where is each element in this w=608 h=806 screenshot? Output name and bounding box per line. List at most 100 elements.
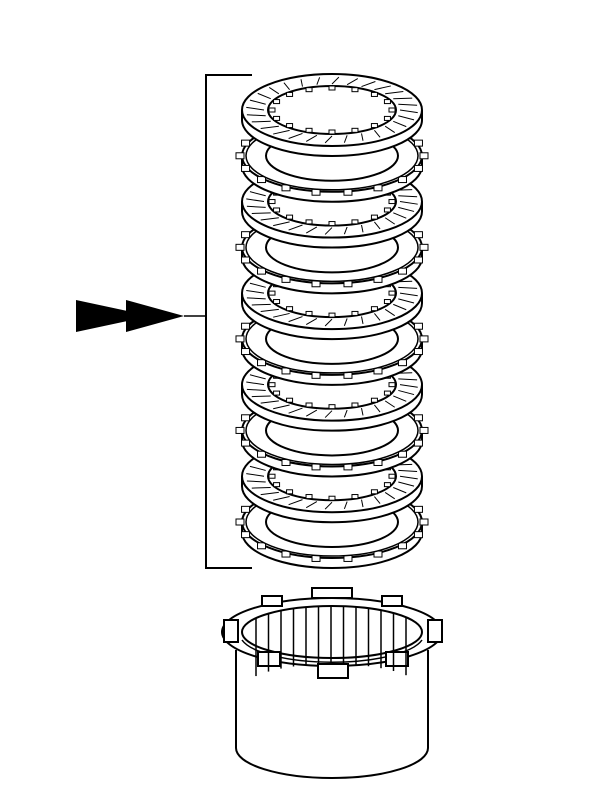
outer-lug [235, 518, 245, 526]
inner-tooth [383, 482, 391, 488]
lining-groove [251, 303, 271, 306]
lining-groove [385, 91, 404, 95]
inner-tooth [305, 219, 313, 225]
outer-lug [241, 439, 251, 447]
outer-lug [235, 335, 245, 343]
lining-groove [260, 125, 279, 129]
lining-groove [246, 106, 265, 111]
inner-tooth [388, 199, 396, 205]
lining-groove [384, 400, 396, 408]
drum-lug-front [317, 663, 349, 679]
drum-lug-back [311, 587, 353, 599]
lining-groove [246, 381, 265, 386]
inner-tooth [351, 87, 359, 93]
inner-tooth [383, 115, 391, 121]
lining-groove [273, 129, 290, 135]
outer-lug [413, 439, 423, 447]
lining-groove [246, 480, 266, 483]
lining-groove [398, 481, 415, 487]
arrow-chevron-left [76, 300, 132, 332]
lining-groove [398, 286, 418, 289]
lining-groove [398, 115, 415, 121]
outer-lug [257, 450, 267, 458]
outer-lug [397, 542, 407, 550]
double-arrow-icon [76, 300, 205, 332]
inner-tooth [388, 107, 396, 113]
lining-groove [249, 465, 266, 471]
lining-groove [361, 133, 364, 141]
inner-tooth [286, 489, 294, 495]
lining-groove [361, 407, 364, 416]
outer-lug [413, 139, 423, 147]
lining-groove [324, 227, 333, 235]
inner-tooth [370, 214, 378, 220]
lining-groove [398, 378, 418, 381]
outer-lug [235, 426, 245, 434]
inner-tooth [388, 473, 396, 479]
lining-groove [398, 195, 418, 198]
lining-groove [288, 316, 303, 323]
lining-groove [324, 410, 333, 418]
outer-lug [235, 152, 245, 160]
lining-groove [399, 292, 418, 297]
lining-groove [399, 201, 418, 205]
drum-lug-right [427, 619, 443, 643]
outer-lug [241, 414, 251, 422]
outer-lug [413, 505, 423, 513]
lining-groove [393, 395, 407, 402]
lining-groove [393, 120, 407, 128]
inner-tooth [328, 221, 336, 227]
lining-groove [249, 191, 266, 197]
friction-plate [241, 73, 423, 157]
inner-tooth [370, 123, 378, 129]
lining-groove [246, 473, 265, 477]
lining-groove [399, 475, 418, 480]
outer-lug [413, 322, 423, 330]
outer-lug [413, 531, 423, 539]
outer-lug [241, 231, 251, 239]
lining-groove [398, 298, 415, 304]
clutch-plate-stack [235, 73, 429, 569]
inner-tooth [273, 390, 281, 396]
lining-groove [246, 297, 266, 300]
stack-bracket [205, 74, 252, 569]
lining-groove [331, 76, 340, 85]
inner-tooth [351, 127, 359, 133]
inner-tooth [268, 382, 276, 388]
lining-groove [273, 221, 290, 227]
outer-lug [397, 450, 407, 458]
lining-groove [324, 318, 333, 327]
lining-groove [305, 318, 318, 326]
outer-lug [419, 243, 429, 251]
lining-groove [251, 487, 271, 489]
inner-tooth [273, 99, 281, 105]
outer-lug [419, 426, 429, 434]
outer-lug [397, 359, 407, 367]
outer-lug [241, 256, 251, 264]
lining-groove [283, 82, 290, 90]
inner-tooth [286, 91, 294, 97]
outer-lug [419, 335, 429, 343]
inner-tooth [286, 306, 294, 312]
inner-tooth [383, 207, 391, 213]
arrow-chevron-right [126, 300, 184, 332]
lining-groove [374, 313, 381, 321]
drum-internal-splines [255, 606, 407, 677]
lining-groove [324, 135, 333, 144]
lining-groove [393, 303, 407, 311]
lining-groove [384, 217, 396, 225]
lining-groove [273, 312, 290, 318]
lining-groove [343, 226, 348, 235]
inner-tooth [273, 207, 281, 213]
lining-groove [288, 224, 303, 231]
inner-tooth [268, 290, 276, 296]
inner-tooth [383, 390, 391, 396]
lining-groove [249, 282, 266, 288]
inner-tooth [328, 404, 336, 410]
inner-tooth [388, 382, 396, 388]
inner-tooth [328, 312, 336, 318]
outer-lug [397, 267, 407, 275]
inner-tooth [273, 299, 281, 305]
outer-lug [235, 243, 245, 251]
